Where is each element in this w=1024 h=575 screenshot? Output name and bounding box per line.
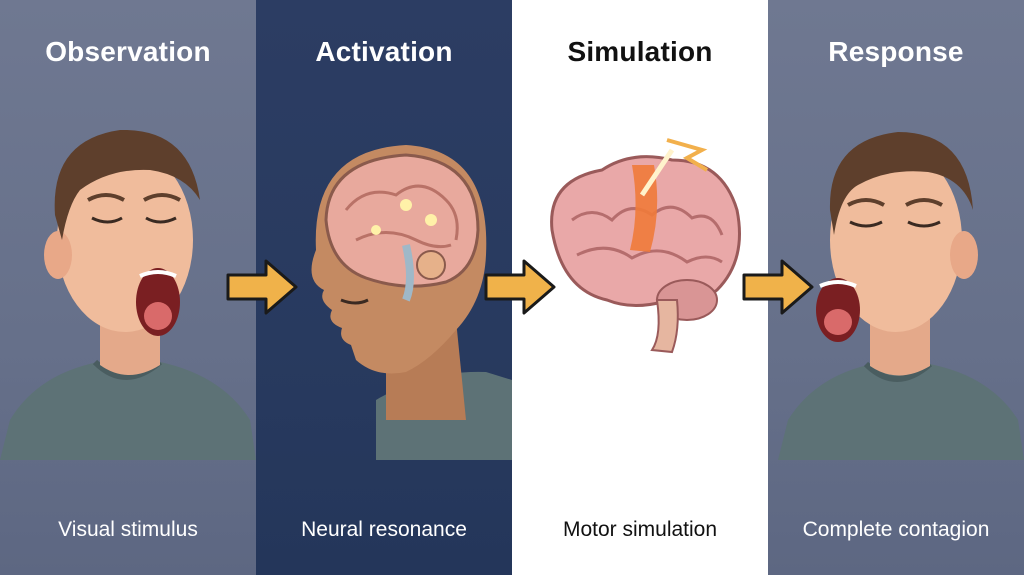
right-arrow-icon: [742, 259, 814, 315]
panel-caption: Motor simulation: [512, 518, 768, 542]
panel-title: Activation: [256, 36, 512, 68]
panel-observation: Observation Visual stimulus: [0, 0, 256, 575]
panel-caption: Visual stimulus: [0, 518, 256, 542]
panel-caption: Neural resonance: [256, 518, 512, 542]
yawning-face-icon: [0, 0, 256, 575]
right-arrow-icon: [484, 259, 556, 315]
panel-title: Simulation: [512, 36, 768, 68]
panel-title: Response: [768, 36, 1024, 68]
panel-title: Observation: [0, 36, 256, 68]
right-arrow-icon: [226, 259, 298, 315]
panel-caption: Complete contagion: [768, 518, 1024, 542]
